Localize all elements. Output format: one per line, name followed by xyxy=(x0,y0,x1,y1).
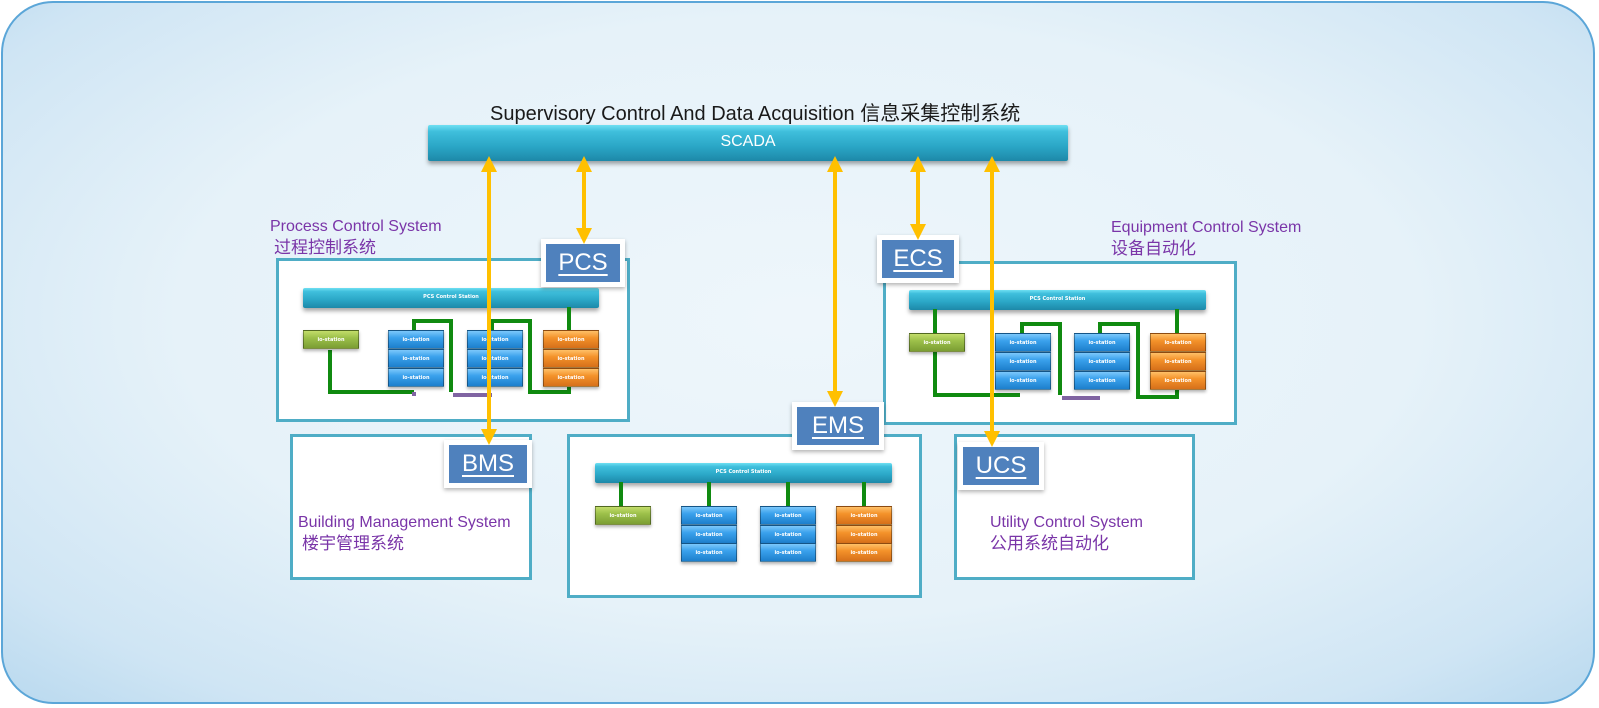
ecs-io-station-blue-a1: io-station xyxy=(995,333,1051,352)
ucs-name-en: Utility Control System xyxy=(990,514,1143,531)
bms-name-zh: 楼宇管理系统 xyxy=(302,534,404,553)
ems-io-station-orange-3: io-station xyxy=(836,543,892,562)
pcs-io-station-orange-1: io-station xyxy=(543,330,599,349)
ecs-io-station-orange-2: io-station xyxy=(1150,352,1206,371)
scada-bar: SCADA xyxy=(428,125,1068,161)
ems-io-station-green: io-station xyxy=(595,506,651,525)
ecs-tag[interactable]: ECS xyxy=(877,235,959,283)
pcs-tag[interactable]: PCS xyxy=(541,239,625,287)
ems-io-station-blue-a2: io-station xyxy=(681,525,737,544)
bms-tag-label: BMS xyxy=(449,445,527,483)
ems-io-station-orange-1: io-station xyxy=(836,506,892,525)
ucs-panel xyxy=(954,434,1195,580)
ecs-io-station-blue-b3: io-station xyxy=(1074,371,1130,390)
ecs-io-station-blue-b1: io-station xyxy=(1074,333,1130,352)
ucs-tag-label: UCS xyxy=(963,447,1039,485)
bms-tag[interactable]: BMS xyxy=(444,440,532,488)
pcs-link-green-1 xyxy=(328,350,414,394)
ucs-name-zh: 公用系统自动化 xyxy=(990,534,1109,553)
ecs-tag-label: ECS xyxy=(882,240,954,278)
ems-io-station-blue-b3: io-station xyxy=(760,543,816,562)
ems-control-station: PCS Control Station xyxy=(595,463,892,483)
pcs-io-station-green: io-station xyxy=(303,330,359,349)
ecs-name-zh: 设备自动化 xyxy=(1111,239,1196,258)
pcs-control-station: PCS Control Station xyxy=(303,288,599,308)
ems-io-station-blue-a1: io-station xyxy=(681,506,737,525)
ecs-link-green-2 xyxy=(1020,322,1062,395)
ems-io-station-blue-a3: io-station xyxy=(681,543,737,562)
pcs-tag-label: PCS xyxy=(546,244,620,282)
pcs-name-en: Process Control System xyxy=(270,218,442,235)
pcs-name-zh: 过程控制系统 xyxy=(274,238,376,257)
pcs-io-station-orange-3: io-station xyxy=(543,368,599,387)
ecs-io-station-orange-3: io-station xyxy=(1150,371,1206,390)
diagram-title: Supervisory Control And Data Acquisition… xyxy=(490,103,1021,125)
pcs-io-station-blue-a1: io-station xyxy=(388,330,444,349)
ecs-label: Equipment Control System 设备自动化 xyxy=(1111,217,1301,259)
ecs-control-station: PCS Control Station xyxy=(909,290,1206,310)
ucs-label: Utility Control System 公用系统自动化 xyxy=(990,512,1143,554)
pcs-io-station-orange-2: io-station xyxy=(543,349,599,368)
pcs-link-green-2 xyxy=(412,319,453,392)
ecs-io-station-green: io-station xyxy=(909,333,965,352)
ecs-io-station-blue-b2: io-station xyxy=(1074,352,1130,371)
ems-tag-label: EMS xyxy=(797,407,879,445)
pcs-io-station-blue-a3: io-station xyxy=(388,368,444,387)
pcs-io-station-blue-a2: io-station xyxy=(388,349,444,368)
bms-label: Building Management System 楼宇管理系统 xyxy=(298,512,511,554)
ecs-io-station-orange-1: io-station xyxy=(1150,333,1206,352)
bms-name-en: Building Management System xyxy=(298,514,511,531)
ucs-tag[interactable]: UCS xyxy=(958,442,1044,490)
pcs-label: Process Control System 过程控制系统 xyxy=(270,216,442,258)
ecs-name-en: Equipment Control System xyxy=(1111,219,1302,236)
ems-io-station-blue-b1: io-station xyxy=(760,506,816,525)
ems-tag[interactable]: EMS xyxy=(792,402,884,450)
